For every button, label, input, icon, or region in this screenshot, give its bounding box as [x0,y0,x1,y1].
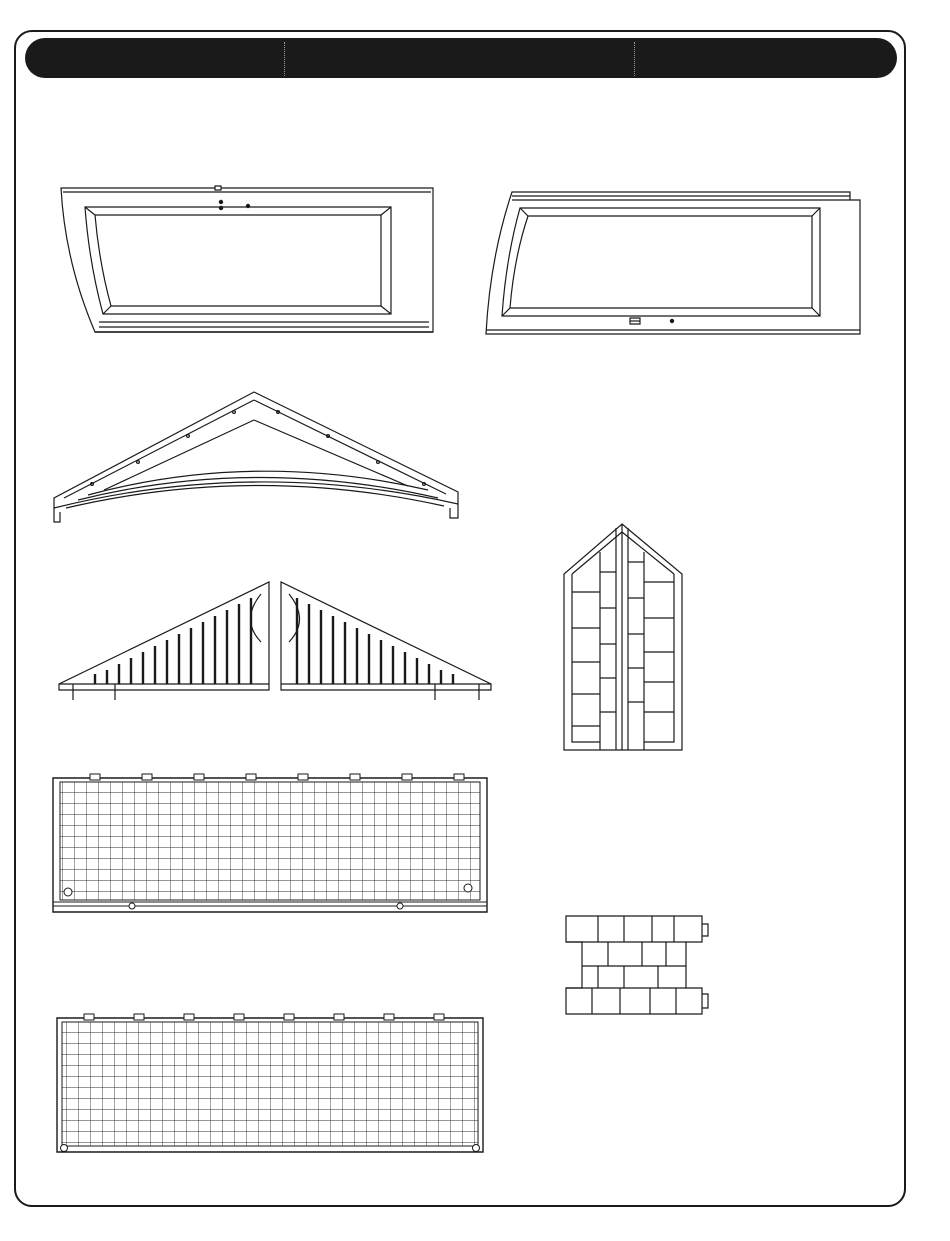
header-bar [25,38,897,78]
gable-roof-trim-drawing [48,390,462,525]
corner-post-drawing [560,522,686,752]
front-door-panel-right-drawing [482,188,867,338]
connector-block-drawing [562,914,714,1018]
header-divider-1 [284,42,285,76]
floor-panel-upper-drawing [50,770,490,915]
gable-wall-halves-drawing [55,580,495,705]
header-divider-2 [634,42,635,76]
front-door-panel-left-drawing [55,182,440,342]
floor-panel-lower-drawing [54,1010,486,1158]
